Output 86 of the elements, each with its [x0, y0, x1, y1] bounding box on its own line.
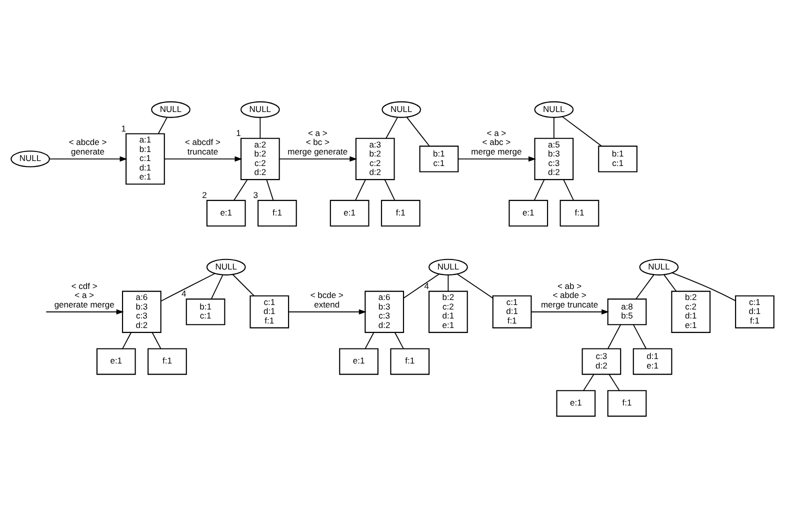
node-label: 1 [121, 122, 126, 133]
connector [448, 274, 449, 292]
edge-label: < cdf > < a > generate merge [54, 280, 114, 309]
edge-label: < ab > < abde > merge truncate [540, 280, 598, 309]
connector [394, 332, 404, 349]
node-box: c:1 d:1 f:1 [492, 294, 532, 328]
node-box: e:1 [96, 348, 136, 374]
connector [406, 116, 430, 146]
connector [632, 324, 646, 348]
edge-label: < bcde > extend [310, 290, 344, 309]
node-ellipse: NULL [428, 258, 468, 275]
arrow [49, 156, 128, 162]
arrow [288, 308, 366, 314]
connector [384, 178, 396, 200]
node-ellipse: NULL [10, 150, 50, 167]
connector [553, 116, 554, 138]
connector [266, 178, 274, 200]
node-box: b:1 c:1 [419, 145, 459, 172]
connector [562, 116, 602, 146]
node-box: c:1 d:1 f:1 [250, 294, 290, 328]
node-label: 4 [182, 288, 186, 298]
node-box: a:5 b:3 c:3 d:2 [534, 137, 574, 180]
arrow [530, 308, 610, 314]
node-box: e:1 [508, 199, 548, 226]
node-box: e:1 [339, 348, 378, 374]
connector [364, 332, 374, 349]
node-box: f:1 [258, 199, 297, 226]
node-box: e:1 [330, 199, 370, 226]
connector [534, 178, 545, 200]
connector [386, 116, 398, 138]
connector [664, 274, 677, 292]
connector [456, 273, 494, 298]
connector [636, 274, 654, 299]
connector [403, 273, 440, 298]
node-box: f:1 [148, 348, 187, 374]
node-box: c:1 d:1 f:1 [735, 294, 774, 328]
arrow [164, 156, 242, 162]
node-ellipse: NULL [534, 100, 574, 118]
node-box: d:1 e:1 [632, 348, 672, 374]
arrow [458, 156, 536, 162]
node-ellipse: NULL [151, 100, 190, 118]
connector [355, 178, 366, 200]
edge-label: < abcde > generate [68, 136, 107, 156]
node-box: f:1 [380, 199, 420, 226]
connector [234, 178, 248, 200]
connector [583, 373, 594, 391]
node-box: b:1 c:1 [598, 145, 638, 172]
node-ellipse: NULL [639, 258, 679, 275]
connector [672, 272, 736, 301]
connector [158, 116, 168, 134]
node-label: 2 [202, 190, 207, 200]
node-box: e:1 [206, 199, 246, 226]
node-box: e:1 [556, 390, 596, 416]
edge-label: < a > < bc > merge generate [288, 127, 348, 156]
node-ellipse: NULL [206, 258, 246, 275]
node-box: a:6 b:3 c:3 d:2 [364, 290, 404, 332]
arrow [46, 308, 124, 314]
node-box: b:2 c:2 d:1 e:1 [428, 290, 468, 332]
node-label: 1 [236, 127, 241, 138]
node-ellipse: NULL [240, 100, 280, 118]
node-box: a:6 b:3 c:3 d:2 [122, 290, 162, 332]
connector [608, 324, 622, 348]
connector [232, 274, 255, 296]
connector [563, 178, 574, 200]
edge-label: < a > < abc > merge merge [471, 127, 522, 156]
node-box: b:1 c:1 [186, 298, 226, 325]
node-box: a:3 b:2 c:2 d:2 [355, 137, 395, 180]
node-box: a:8 b:5 [607, 298, 647, 325]
node-box: f:1 [560, 199, 600, 226]
node-box: f:1 [607, 390, 647, 416]
node-label: 4 [424, 280, 429, 290]
node-box: a:1 b:1 c:1 d:1 e:1 [126, 132, 165, 184]
connector [260, 116, 261, 138]
node-label: 3 [253, 190, 258, 200]
arrow [278, 156, 358, 162]
node-box: f:1 [390, 348, 430, 374]
connector [122, 332, 132, 349]
connector [160, 272, 216, 302]
connector [608, 373, 620, 391]
connector [210, 274, 224, 300]
node-ellipse: NULL [382, 100, 422, 118]
connector [152, 332, 162, 349]
edge-label: < abcdf > truncate [184, 136, 220, 156]
node-box: b:2 c:2 d:1 e:1 [671, 290, 711, 332]
node-box: a:2 b:2 c:2 d:2 [240, 137, 280, 180]
node-box: c:3 d:2 [582, 348, 622, 374]
